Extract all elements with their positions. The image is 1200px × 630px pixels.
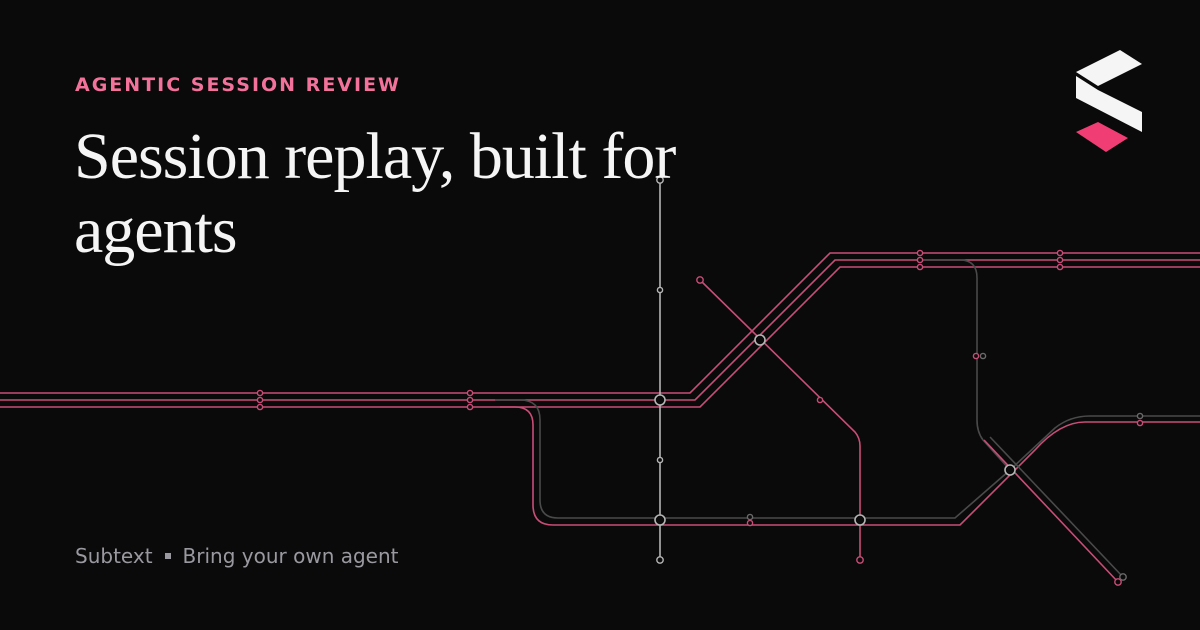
headline: Session replay, built for agents	[74, 120, 676, 267]
brand-logo-icon	[1076, 50, 1142, 152]
subline: Subtext Bring your own agent	[75, 544, 399, 568]
separator-dot	[164, 553, 171, 559]
subline-secondary: Bring your own agent	[182, 544, 399, 568]
subline-primary: Subtext	[75, 544, 153, 568]
eyebrow-label: AGENTIC SESSION REVIEW	[75, 74, 402, 96]
